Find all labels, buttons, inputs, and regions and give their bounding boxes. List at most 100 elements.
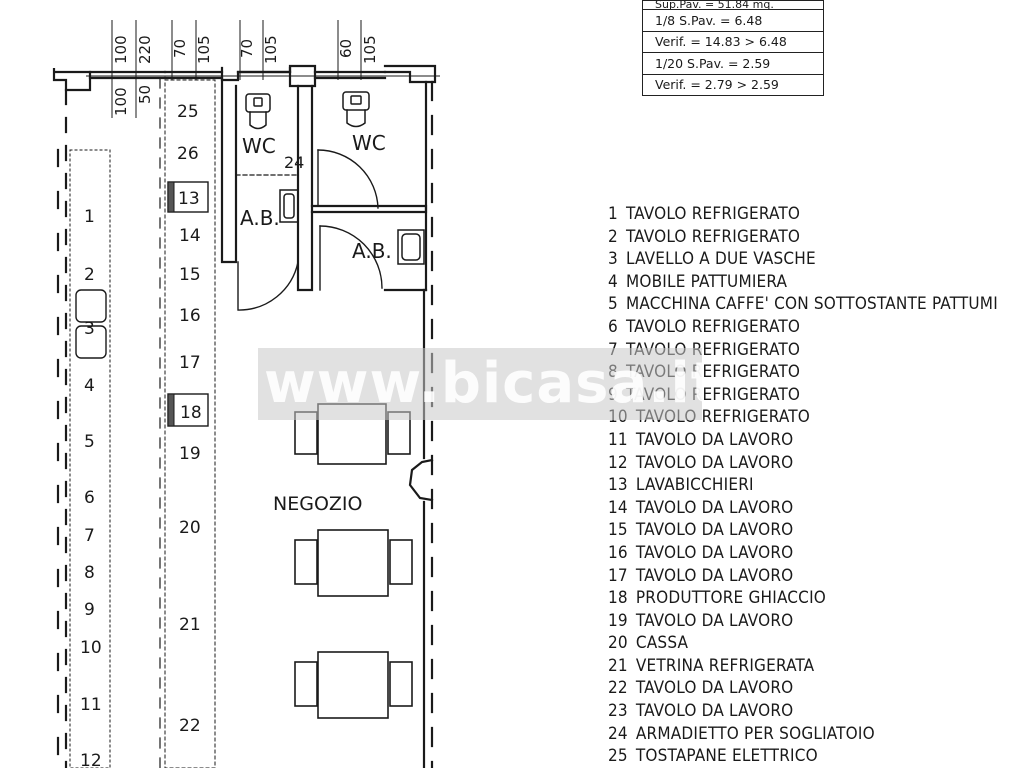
table-row: 1/8 S.Pav. = 6.48	[642, 9, 824, 32]
legend-text: CASSA	[635, 633, 689, 654]
table-2	[294, 529, 413, 597]
legend-text: TAVOLO DA LAVORO	[635, 542, 794, 563]
sink-right-icon	[397, 229, 425, 265]
list-item: 16 TAVOLO DA LAVORO	[608, 542, 998, 565]
legend-num: 2	[608, 226, 618, 247]
door-gap-dim: 24	[284, 153, 304, 172]
legend-text: TAVOLO DA LAVORO	[635, 520, 794, 541]
eq-center-21: 21	[179, 615, 201, 635]
legend-num: 17	[608, 565, 628, 586]
wall-top-mid	[220, 66, 292, 82]
legend-text: VETRINA REFRIGERATA	[635, 655, 815, 676]
wall-right-notch	[408, 458, 434, 502]
dim-top-5: 70	[238, 39, 256, 58]
list-item: 22 TAVOLO DA LAVORO	[608, 677, 998, 700]
eq-left-11: 11	[80, 695, 102, 715]
room-ab-left: A.B.	[240, 206, 280, 230]
table-row: Verif. = 2.79 > 2.59	[642, 73, 824, 96]
list-item: 13 LAVABICCHIERI	[608, 474, 998, 497]
table-cell: Verif. = 2.79 > 2.59	[642, 73, 824, 96]
list-item: 6 TAVOLO REFRIGERATO	[608, 316, 998, 339]
legend-text: TAVOLO DA LAVORO	[635, 678, 794, 699]
dim-top-8: 105	[361, 35, 379, 64]
wall-top-right-block	[288, 64, 317, 88]
legend-text: MOBILE PATTUMIERA	[625, 271, 788, 292]
table-row: 1/20 S.Pav. = 2.59	[642, 52, 824, 75]
legend-text: TAVOLO DA LAVORO	[635, 429, 794, 450]
table-cell: Verif. = 14.83 > 6.48	[642, 30, 824, 53]
room-wc-left: WC	[242, 134, 276, 158]
eq-center-26: 26	[177, 144, 199, 164]
legend-num: 23	[608, 701, 628, 722]
legend-num: 3	[608, 249, 618, 270]
floor-plan: 100 220 70 105 70 105 60 105 100 50 WC W…	[52, 20, 440, 768]
icemaker-18-side	[167, 393, 175, 427]
legend-num: 11	[608, 429, 628, 450]
toilet-right-icon	[342, 91, 370, 128]
eq-left-4: 4	[84, 376, 95, 396]
eq-center-16: 16	[179, 306, 201, 326]
eq-left-9: 9	[84, 600, 95, 620]
legend-num: 22	[608, 678, 628, 699]
legend-text: ARMADIETTO PER SOGLIATOIO	[635, 723, 875, 744]
sink-basin-3-icon	[75, 325, 107, 359]
door-ab-right	[319, 225, 383, 289]
toilet-left-icon	[245, 93, 271, 130]
legend-num: 13	[608, 475, 628, 496]
door-wc-left	[237, 261, 299, 311]
table-row: Verif. = 14.83 > 6.48	[642, 30, 824, 53]
legend-num: 6	[608, 316, 618, 337]
eq-left-12: 12	[80, 751, 102, 768]
dim-left-2: 50	[136, 85, 154, 104]
list-item: 3 LAVELLO A DUE VASCHE	[608, 248, 998, 271]
eq-left-1: 1	[84, 207, 95, 227]
sink-basin-2-icon	[75, 289, 107, 323]
legend-text: TAVOLO DA LAVORO	[635, 452, 794, 473]
legend-text: TAVOLO REFRIGERATO	[625, 316, 801, 337]
eq-center-18: 18	[180, 403, 202, 423]
legend-text: MACCHINA CAFFE' CON SOTTOSTANTE PATTUMI	[625, 294, 998, 315]
legend-text: TOSTAPANE ELETTRICO	[635, 746, 818, 767]
legend-num: 12	[608, 452, 628, 473]
legend-num: 24	[608, 723, 628, 744]
dimension-labels: 100 220 70 105 70 105 60 105 100 50	[112, 35, 379, 116]
wall-wc-right-bottom	[310, 204, 428, 214]
list-item: 20 CASSA	[608, 632, 998, 655]
list-item: 2 TAVOLO REFRIGERATO	[608, 226, 998, 249]
legend-num: 4	[608, 271, 618, 292]
eq-center-14: 14	[179, 226, 201, 246]
legend-text: TAVOLO DA LAVORO	[635, 565, 794, 586]
sink-left-icon	[279, 189, 299, 223]
legend-num: 20	[608, 633, 628, 654]
surface-verification-table: Sup.Pav. = 51.84 mq. 1/8 S.Pav. = 6.48 V…	[642, 0, 824, 96]
legend-text: TAVOLO REFRIGERATO	[625, 204, 801, 224]
legend-text: LAVABICCHIERI	[635, 475, 754, 496]
eq-left-8: 8	[84, 563, 95, 583]
dim-top-4: 105	[195, 35, 213, 64]
room-shop: NEGOZIO	[273, 493, 362, 515]
legend-text: TAVOLO DA LAVORO	[635, 610, 794, 631]
legend-text: TAVOLO REFRIGERATO	[625, 226, 801, 247]
dim-top-2: 220	[136, 35, 154, 64]
watermark: www.bicasa.it	[258, 348, 702, 420]
dimension-ticks	[86, 20, 440, 118]
counter-left	[69, 149, 111, 768]
legend-text: TAVOLO DA LAVORO	[635, 497, 794, 518]
legend-text: LAVELLO A DUE VASCHE	[625, 249, 816, 270]
legend-num: 1	[608, 204, 618, 224]
dim-top-1: 100	[112, 35, 130, 64]
dim-top-6: 105	[262, 35, 280, 64]
legend-num: 16	[608, 542, 628, 563]
table-cell: 1/20 S.Pav. = 2.59	[642, 52, 824, 75]
room-wc-right: WC	[352, 131, 386, 155]
eq-left-6: 6	[84, 488, 95, 508]
eq-center-17: 17	[179, 353, 201, 373]
eq-left-10: 10	[80, 638, 102, 658]
table-3	[294, 651, 413, 719]
